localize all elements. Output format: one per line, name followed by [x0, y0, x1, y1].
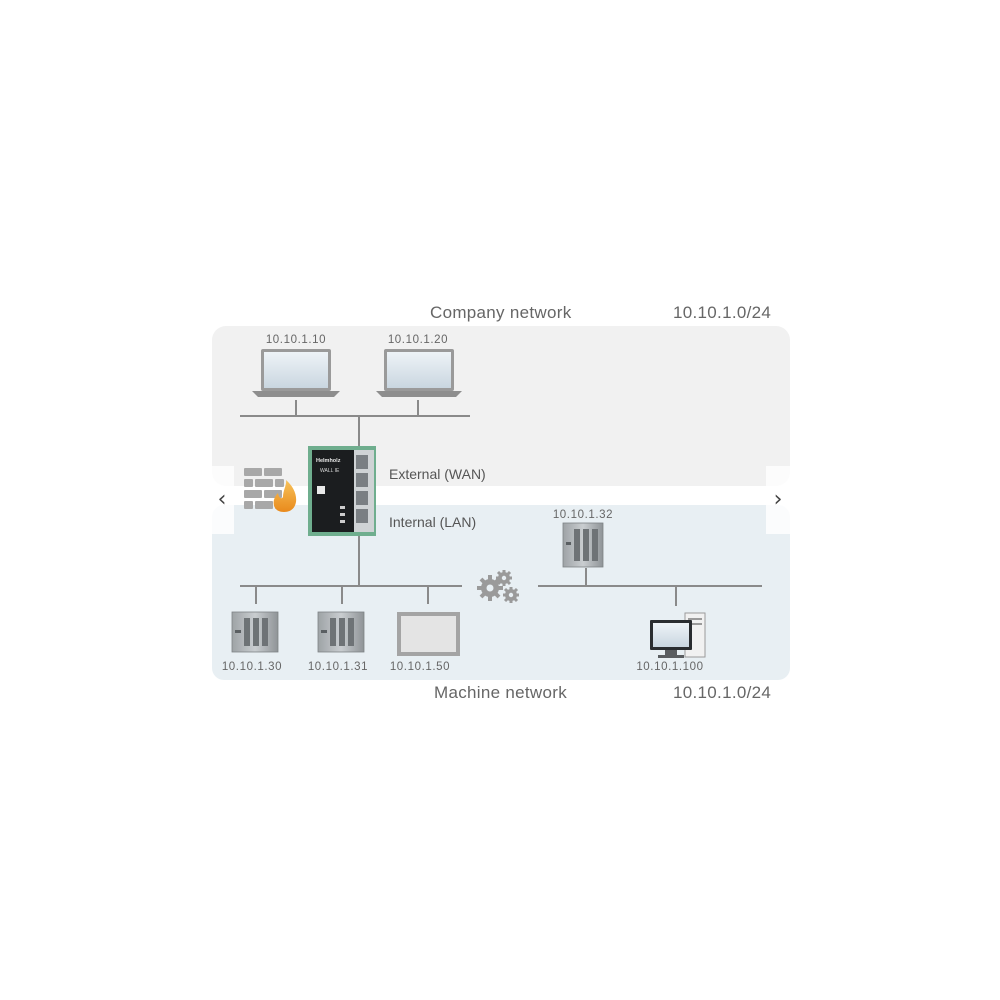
plc-3 — [562, 522, 604, 568]
company-network-subnet: 10.10.1.0/24 — [673, 303, 771, 322]
plc-1 — [231, 611, 279, 653]
previous-slide-button[interactable]: ‹ — [210, 466, 234, 534]
router-device — [308, 446, 376, 536]
internal-lan-label: Internal (LAN) — [389, 514, 476, 530]
hmi-panel — [397, 612, 460, 656]
company-network-title: Company network — [430, 303, 572, 322]
chevron-right-icon: › — [773, 487, 783, 512]
plc-3-ip: 10.10.1.32 — [553, 509, 613, 521]
network-lines — [240, 400, 762, 606]
firewall-icon — [244, 468, 297, 512]
external-wan-label: External (WAN) — [389, 466, 486, 482]
plc-1-ip: 10.10.1.30 — [222, 661, 282, 673]
next-slide-button[interactable]: › — [766, 466, 790, 534]
machine-network-title: Machine network — [434, 683, 567, 702]
pc-ip: 10.10.1.100 — [636, 661, 703, 673]
hmi-panel-ip: 10.10.1.50 — [390, 661, 450, 673]
plc-2 — [317, 611, 365, 653]
plc-2-ip: 10.10.1.31 — [308, 661, 368, 673]
laptop-1-ip: 10.10.1.10 — [266, 334, 326, 346]
router-model: WALL IE — [320, 468, 340, 474]
gears-icon — [477, 570, 519, 603]
laptop-2 — [376, 349, 462, 397]
laptop-2-ip: 10.10.1.20 — [388, 334, 448, 346]
machine-network-subnet: 10.10.1.0/24 — [673, 683, 771, 702]
router-brand: Helmholz — [316, 458, 341, 464]
pc-icon — [650, 612, 706, 658]
chevron-left-icon: ‹ — [217, 487, 227, 512]
laptop-1 — [252, 349, 340, 397]
